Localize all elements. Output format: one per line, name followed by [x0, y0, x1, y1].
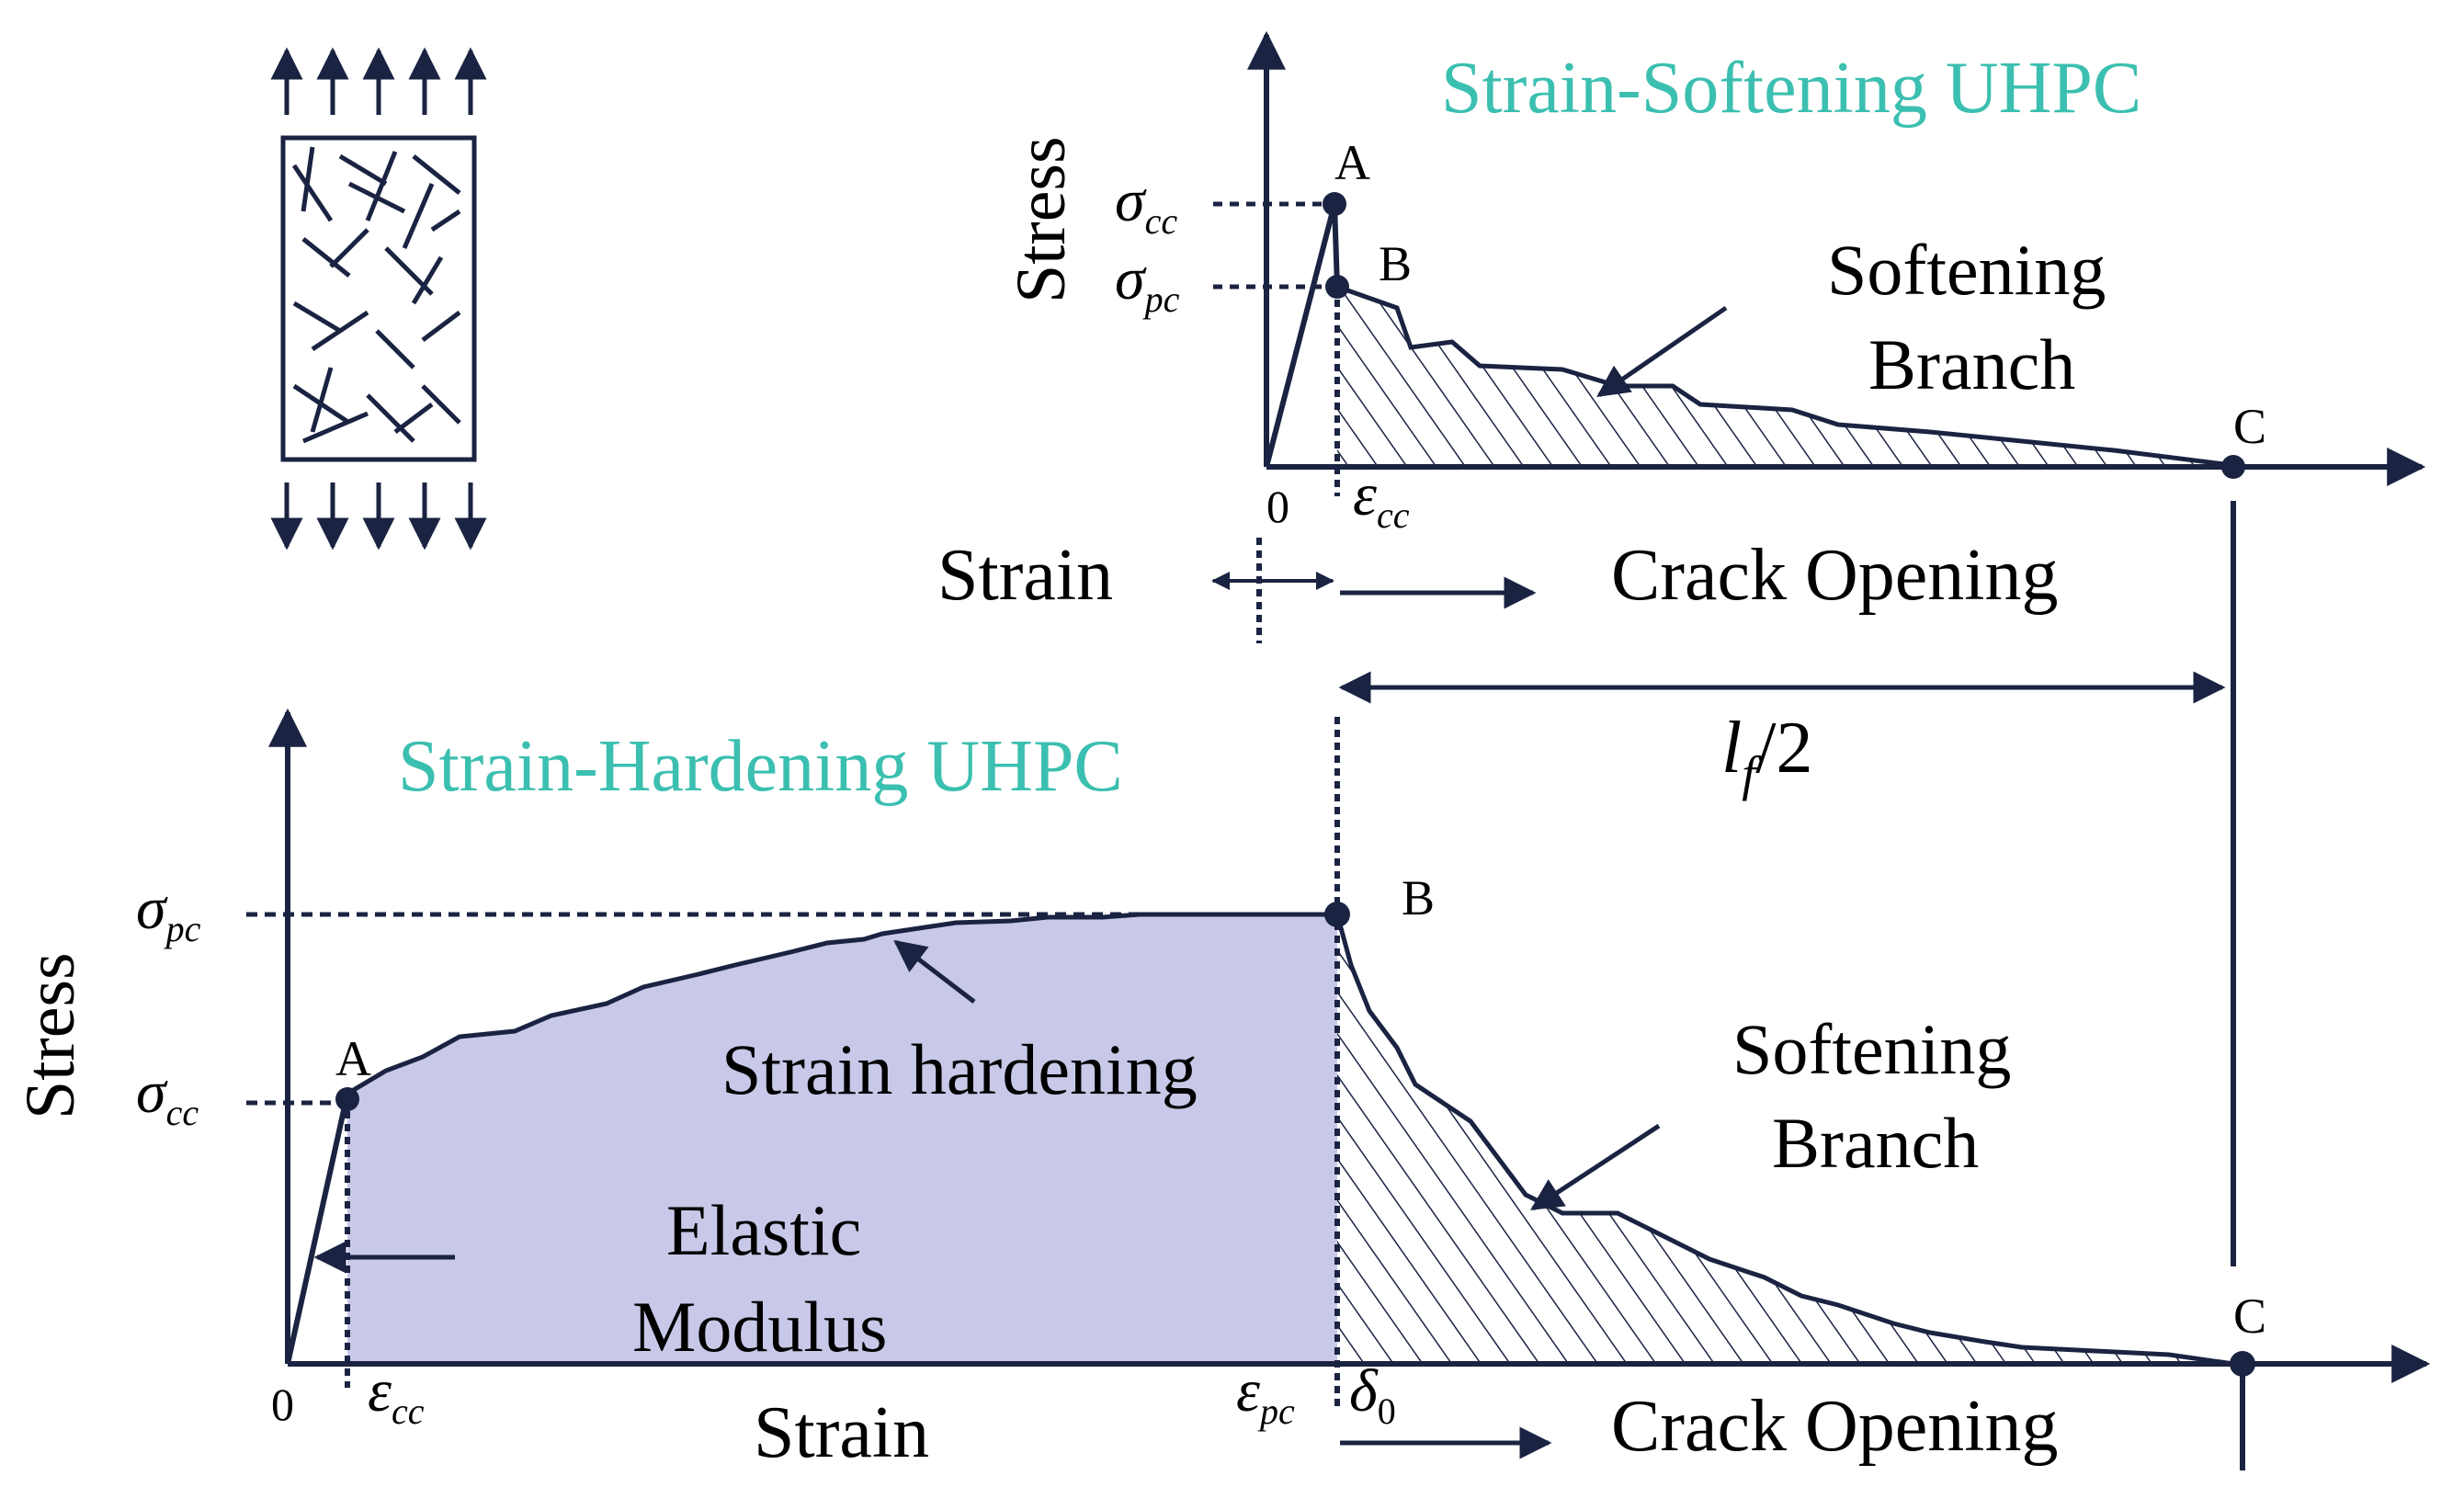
bottom-elastic-line — [285, 1093, 350, 1365]
bottom-branch-label: Branch — [1772, 1103, 1979, 1183]
top-elastic-line — [1264, 203, 1340, 468]
bottom-point-a-marker — [335, 1087, 359, 1111]
bottom-point-b-marker — [1324, 902, 1350, 927]
bottom-softening-pointer — [1530, 1123, 1661, 1211]
bottom-point-a-label: A — [335, 1031, 371, 1086]
bottom-point-c-marker — [2230, 1351, 2255, 1377]
bottom-crack-opening-label: Crack Opening — [1611, 1386, 2059, 1467]
top-point-c-marker — [2221, 455, 2245, 479]
bottom-sigma-cc-label: σcc — [136, 1059, 199, 1133]
top-point-a-label: A — [1334, 135, 1370, 190]
hardening-plot: Strain-Hardening UHPC Stress σpc σcc A B… — [12, 708, 2431, 1473]
top-softening-curve — [1336, 284, 2234, 470]
bottom-strain-label: Strain — [754, 1392, 929, 1473]
top-softening-pointer — [1596, 305, 1728, 398]
bottom-origin-label: 0 — [271, 1379, 294, 1430]
elastic-label: Elastic — [666, 1190, 861, 1270]
top-origin-label: 0 — [1266, 481, 1289, 532]
middle-strain-label: Strain — [937, 535, 1113, 616]
top-softening-area — [1337, 287, 2233, 467]
top-point-c-label: C — [2233, 399, 2266, 454]
bottom-softening-curve — [1334, 914, 2234, 1367]
fiber-specimen-icon — [270, 47, 487, 551]
top-sigma-pc-label: σpc — [1115, 245, 1180, 320]
top-point-b-label: B — [1379, 236, 1412, 291]
hardening-title: Strain-Hardening UHPC — [398, 726, 1123, 807]
bottom-delta-0-label: δ0 — [1349, 1357, 1396, 1432]
top-sigma-cc-label: σcc — [1115, 167, 1177, 242]
top-eps-cc-label: εcc — [1353, 461, 1410, 536]
modulus-label: Modulus — [632, 1287, 887, 1367]
top-softening-label: Softening — [1827, 230, 2106, 310]
softening-title: Strain-Softening UHPC — [1441, 48, 2141, 129]
strain-hardening-pointer — [893, 939, 976, 1004]
hardening-curve — [346, 912, 1337, 1096]
bottom-point-b-label: B — [1402, 870, 1435, 925]
bottom-stress-label: Stress — [12, 952, 89, 1119]
top-branch-label: Branch — [1868, 324, 2075, 404]
lf-half-label: lf/2 — [1721, 708, 1812, 801]
top-stress-label: Stress — [1003, 136, 1080, 303]
bottom-point-c-label: C — [2233, 1288, 2266, 1344]
bottom-softening-area — [1337, 914, 2233, 1364]
hardening-filled-area — [347, 914, 1337, 1364]
top-point-b-marker — [1325, 275, 1349, 299]
middle-crack-opening-label: Crack Opening — [1611, 535, 2059, 616]
middle-annotations: Strain Crack Opening lf/2 — [937, 501, 2236, 1266]
top-point-a-marker — [1323, 192, 1346, 216]
bottom-eps-cc-label: εcc — [368, 1357, 425, 1432]
softening-plot: Strain-Softening UHPC Stress σcc σpc A B… — [1003, 30, 2426, 536]
strain-hardening-label: Strain hardening — [721, 1029, 1198, 1109]
bottom-sigma-pc-label: σpc — [136, 875, 201, 949]
bottom-eps-pc-label: εpc — [1236, 1357, 1295, 1432]
bottom-softening-label: Softening — [1732, 1009, 2011, 1089]
